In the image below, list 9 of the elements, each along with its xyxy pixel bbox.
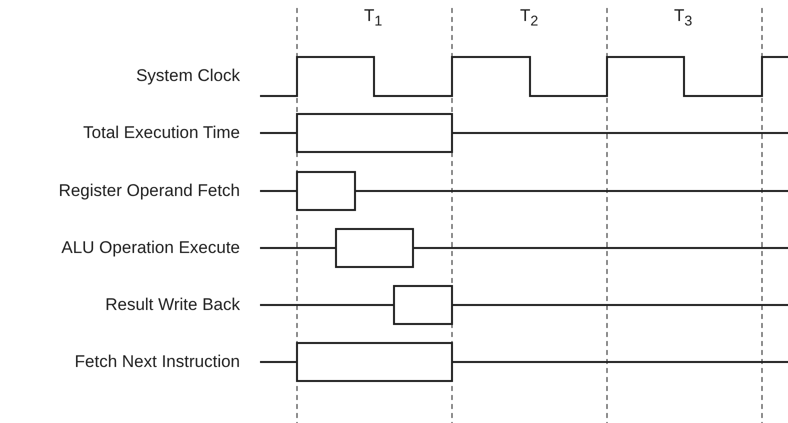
signal-label: ALU Operation Execute bbox=[61, 238, 240, 258]
signal-label: Total Execution Time bbox=[83, 123, 240, 143]
signal-label: System Clock bbox=[136, 66, 240, 86]
signal-label: Fetch Next Instruction bbox=[74, 352, 240, 372]
period-label: T$_{3}$ bbox=[674, 6, 692, 32]
signal-label: Result Write Back bbox=[105, 295, 240, 315]
period-label: T$_{1}$ bbox=[364, 6, 382, 32]
signal-label: Register Operand Fetch bbox=[58, 181, 240, 201]
period-label: T$_{2}$ bbox=[520, 6, 538, 32]
